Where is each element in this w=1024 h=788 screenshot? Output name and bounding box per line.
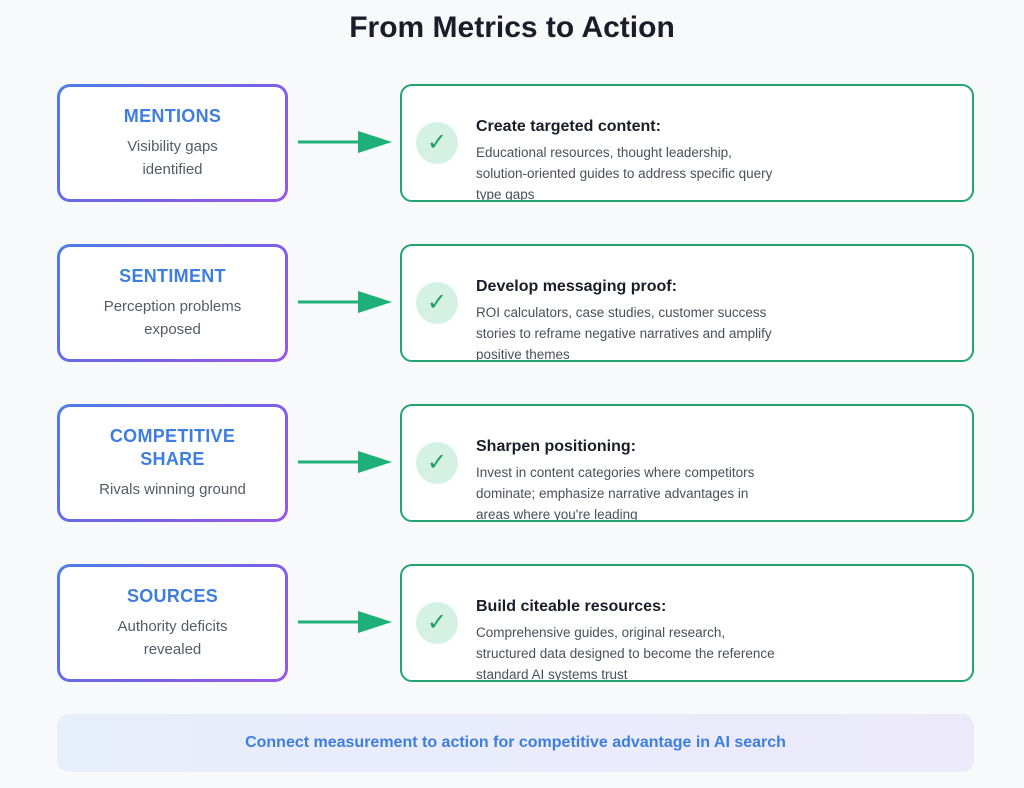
action-card-messaging-proof: ✓ Develop messaging proof: ROI calculato…: [400, 244, 974, 362]
action-title: Develop messaging proof:: [476, 278, 677, 295]
metric-description: Visibility gaps identified: [127, 138, 218, 178]
footer-banner: Connect measurement to action for compet…: [57, 714, 974, 772]
arrow-right-icon: [298, 291, 392, 313]
checkmark-icon: ✓: [416, 282, 458, 324]
arrow-right-icon: [298, 451, 392, 473]
checkmark-icon: ✓: [416, 602, 458, 644]
metric-card-sources: SOURCES Authority deficits revealed: [57, 564, 288, 682]
action-description: ROI calculators, case studies, customer …: [476, 305, 772, 362]
checkmark-icon: ✓: [416, 122, 458, 164]
flow-row-sources: SOURCES Authority deficits revealed ✓ Bu…: [0, 564, 1024, 682]
action-card-targeted-content: ✓ Create targeted content: Educational r…: [400, 84, 974, 202]
metric-description: Perception problems exposed: [103, 298, 242, 338]
metric-description: Authority deficits revealed: [117, 618, 228, 658]
action-title: Sharpen positioning:: [476, 438, 636, 455]
flow-row-competitive-share: COMPETITIVE SHARE Rivals winning ground …: [0, 404, 1024, 522]
page-title: From Metrics to Action: [349, 11, 675, 44]
checkmark-icon: ✓: [416, 442, 458, 484]
action-card-citeable-resources: ✓ Build citeable resources: Comprehensiv…: [400, 564, 974, 682]
action-card-positioning: ✓ Sharpen positioning: Invest in content…: [400, 404, 974, 522]
arrow-right-icon: [298, 611, 392, 633]
metric-card-sentiment: SENTIMENT Perception problems exposed: [57, 244, 288, 362]
arrow-right-icon: [298, 131, 392, 153]
metric-title: MENTIONS: [123, 106, 222, 126]
metric-title: COMPETITIVE SHARE: [109, 426, 236, 469]
flow-row-mentions: MENTIONS Visibility gaps identified ✓ Cr…: [0, 84, 1024, 202]
action-title: Build citeable resources:: [476, 598, 667, 615]
metric-title: SENTIMENT: [119, 266, 226, 286]
action-title: Create targeted content:: [476, 118, 661, 135]
metric-description: Rivals winning ground: [99, 481, 246, 498]
metric-card-mentions: MENTIONS Visibility gaps identified: [57, 84, 288, 202]
flow-row-sentiment: SENTIMENT Perception problems exposed ✓ …: [0, 244, 1024, 362]
action-description: Educational resources, thought leadershi…: [476, 145, 773, 202]
metric-title: SOURCES: [126, 586, 219, 606]
action-description: Invest in content categories where compe…: [476, 465, 755, 522]
metric-card-competitive-share: COMPETITIVE SHARE Rivals winning ground: [57, 404, 288, 522]
action-description: Comprehensive guides, original research,…: [476, 625, 775, 682]
